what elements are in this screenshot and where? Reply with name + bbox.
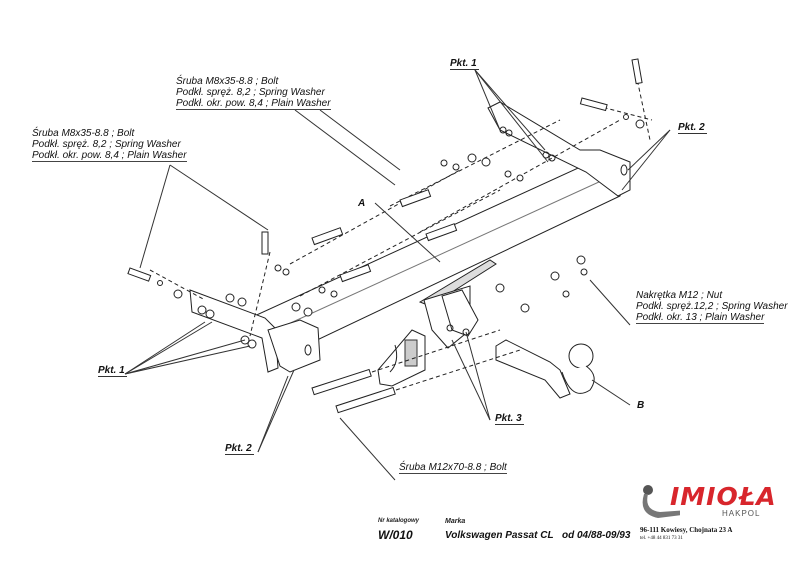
callout-line: Podkł. spręż. 8,2 ; Spring Washer bbox=[176, 87, 325, 98]
company-address: 96-111 Kowiesy, Chojnata 23 A bbox=[640, 526, 733, 534]
washers bbox=[157, 114, 645, 317]
catalog-number: W/010 bbox=[378, 528, 413, 542]
m12-bolts bbox=[311, 329, 521, 414]
callout-bolt-group-left: Śruba M8x35-8.8 ; Bolt Podkł. spręż. 8,2… bbox=[32, 128, 187, 162]
center-plate bbox=[418, 259, 497, 349]
callout-line: Podkł. spręż.12,2 ; Spring Washer bbox=[636, 301, 788, 312]
callout-line: Śruba M8x35-8.8 ; Bolt bbox=[176, 76, 279, 87]
callout-line: Podkł. okr. pow. 8,4 ; Plain Washer bbox=[176, 98, 331, 110]
label-pkt3: Pkt. 3 bbox=[495, 413, 524, 425]
m8-bolt-shapes bbox=[127, 58, 643, 283]
callout-nut-group-right: Nakrętka M12 ; Nut Podkł. spręż.12,2 ; S… bbox=[636, 290, 788, 324]
label-b: B bbox=[637, 400, 645, 411]
label-pkt2-right: Pkt. 2 bbox=[678, 122, 707, 134]
label-pkt1-left: Pkt. 1 bbox=[98, 365, 127, 377]
label-a: A bbox=[358, 198, 366, 209]
callout-line: Podkł. spręż. 8,2 ; Spring Washer bbox=[32, 139, 181, 150]
socket-plate bbox=[377, 329, 426, 387]
leader-lines bbox=[124, 69, 671, 481]
company-phone: tel. +48 44 831 73 31 bbox=[640, 536, 683, 541]
company-logo: IMIOŁA HAKPOL bbox=[630, 482, 776, 522]
towball-logo-icon bbox=[642, 485, 680, 518]
callout-line: Śruba M12x70-8.8 ; Bolt bbox=[399, 462, 507, 474]
callout-bolt-bottom: Śruba M12x70-8.8 ; Bolt bbox=[399, 462, 507, 474]
years: od 04/88-09/93 bbox=[562, 530, 631, 541]
callout-line: Podkł. okr. pow. 8,4 ; Plain Washer bbox=[32, 150, 187, 162]
callout-line: Śruba M8x35-8.8 ; Bolt bbox=[32, 128, 135, 139]
callout-line: Nakrętka M12 ; Nut bbox=[636, 290, 723, 301]
company-sub: HAKPOL bbox=[722, 509, 761, 518]
callout-line: Podkł. okr. 13 ; Plain Washer bbox=[636, 312, 765, 324]
label-pkt2-bottom: Pkt. 2 bbox=[225, 443, 254, 455]
left-bracket bbox=[189, 289, 321, 373]
company-name: IMIOŁA bbox=[670, 482, 777, 511]
brand-value: Volkswagen Passat CL bbox=[445, 530, 554, 541]
catalog-label: Nr katalogowy bbox=[378, 518, 420, 524]
callout-bolt-group-top: Śruba M8x35-8.8 ; Bolt Podkł. spręż. 8,2… bbox=[176, 76, 331, 110]
ball-neck bbox=[495, 339, 595, 399]
brand-label: Marka bbox=[445, 518, 466, 525]
label-pkt1-top: Pkt. 1 bbox=[450, 58, 479, 70]
